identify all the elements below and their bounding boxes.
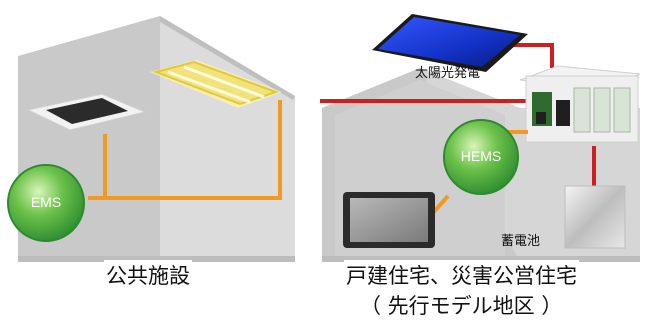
ceiling-light-icon	[150, 60, 282, 108]
ems-wiring	[88, 100, 282, 200]
house-caption-line2: （ 先行モデル地区 ）	[360, 294, 563, 318]
public-facility-caption: 公共施設	[104, 260, 192, 290]
hems-badge-label: HEMS	[460, 148, 502, 164]
ceiling-aircon-icon	[26, 93, 147, 131]
storage-battery-icon	[564, 185, 626, 249]
control-panel-icon	[519, 65, 641, 143]
solar-power-label: 太陽光発電	[415, 66, 481, 81]
house-caption-line1: 戸建住宅、災害公営住宅	[344, 260, 579, 290]
storage-battery-label: 蓄電池	[501, 234, 541, 249]
hems-badge	[443, 119, 519, 195]
ems-badge-label: EMS	[30, 194, 62, 210]
solar-panel-icon	[372, 14, 528, 72]
ems-badge	[7, 164, 85, 242]
tablet-monitor-icon	[343, 192, 435, 248]
